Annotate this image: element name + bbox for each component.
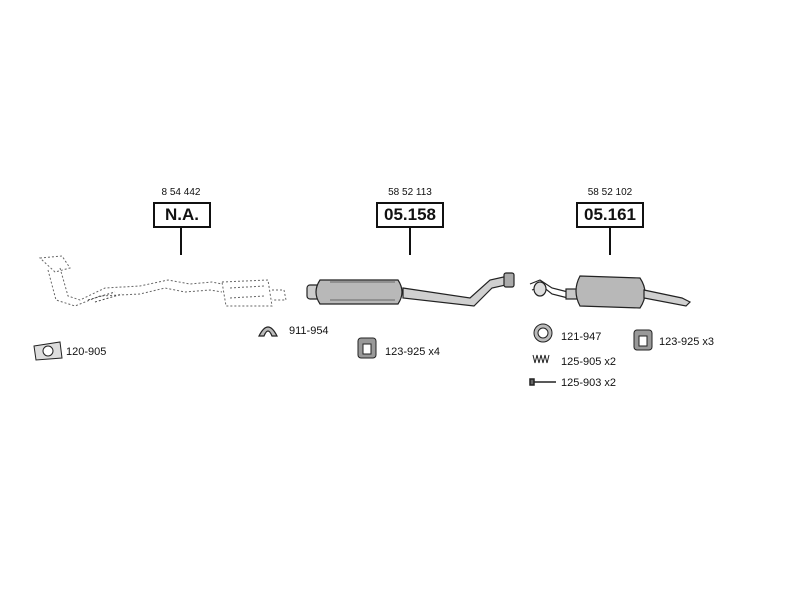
accessory-label-a6: 125-903 x2 — [561, 377, 617, 389]
part-number-center-silencer[interactable]: 05.158 — [376, 202, 444, 228]
accessory-label-a5: 125-905 x2 — [561, 356, 617, 368]
accessory-label-a7: 123-925 x3 — [659, 336, 715, 348]
oe-number-front-pipe: 8 54 442 — [161, 187, 201, 198]
spring-icon-a5 — [532, 354, 550, 364]
leader-line-center-silencer — [409, 228, 411, 255]
accessory-label-a2: 911-954 — [289, 325, 329, 337]
gasket-icon-a1 — [33, 341, 63, 361]
oe-number-rear-silencer: 58 52 102 — [587, 187, 633, 198]
oe-number-center-silencer: 58 52 113 — [388, 187, 432, 198]
part-number-rear-silencer[interactable]: 05.161 — [576, 202, 644, 228]
hanger-icon-a7 — [633, 329, 653, 351]
leader-line-rear-silencer — [609, 228, 611, 255]
accessory-label-a1: 120-905 — [66, 346, 107, 358]
clamp-icon-a2 — [258, 326, 278, 337]
accessory-label-a3: 123-925 x4 — [385, 346, 441, 358]
part-number-front-pipe[interactable]: N.A. — [153, 202, 211, 228]
front-pipe-drawing — [38, 255, 287, 307]
rear-silencer-drawing — [529, 275, 692, 309]
leader-line-front-pipe — [180, 228, 182, 255]
center-silencer-drawing — [306, 272, 515, 307]
bolt-icon-a6 — [529, 378, 556, 386]
accessory-label-a4: 121-947 — [561, 331, 602, 343]
hanger-icon-a3 — [357, 337, 377, 359]
ring-icon-a4 — [533, 323, 553, 343]
